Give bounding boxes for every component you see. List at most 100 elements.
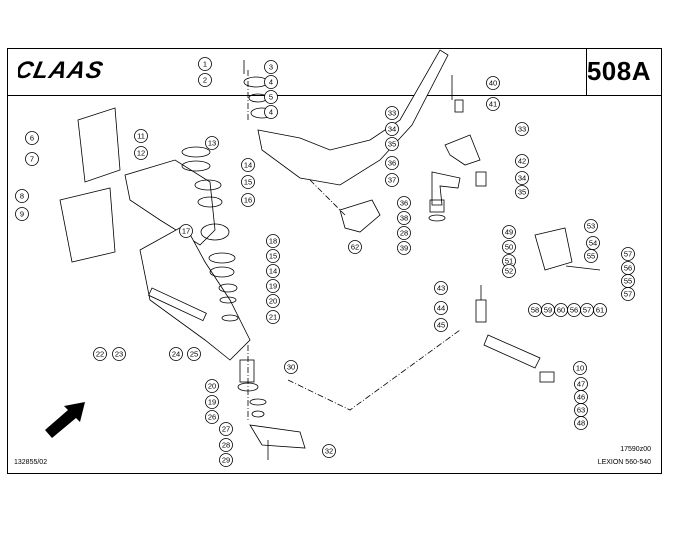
callout-number: 18 xyxy=(269,237,277,246)
direction-arrow xyxy=(45,402,85,438)
callout-20: 20 xyxy=(205,379,219,393)
callout-27: 27 xyxy=(219,422,233,436)
callout-number: 50 xyxy=(505,243,513,252)
callout-number: 25 xyxy=(190,350,198,359)
callout-number: 38 xyxy=(400,214,408,223)
callout-62: 62 xyxy=(348,240,362,254)
callout-32: 32 xyxy=(322,444,336,458)
callout-number: 20 xyxy=(269,297,277,306)
callout-circle xyxy=(574,416,588,430)
callout-number: 54 xyxy=(589,239,597,248)
callout-25: 25 xyxy=(187,347,201,361)
callout-circle xyxy=(434,318,448,332)
callout-number: 20 xyxy=(208,382,216,391)
callout-circle xyxy=(266,294,280,308)
header-rule xyxy=(8,95,661,96)
callout-circle xyxy=(515,122,529,136)
callout-circle xyxy=(385,173,399,187)
callout-circle xyxy=(397,211,411,225)
callout-number: 59 xyxy=(544,306,552,315)
callout-50: 50 xyxy=(502,240,516,254)
cylinder-10 xyxy=(483,334,541,369)
callout-number: 40 xyxy=(489,79,497,88)
callout-circle xyxy=(205,410,219,424)
callout-number: 17 xyxy=(182,227,190,236)
callout-circle xyxy=(385,122,399,136)
callout-circle xyxy=(264,90,278,104)
callout-41: 41 xyxy=(486,97,500,111)
callout-circle xyxy=(112,347,126,361)
callout-circle xyxy=(241,158,255,172)
callout-36: 36 xyxy=(385,156,399,170)
callout-33: 33 xyxy=(385,106,399,120)
callout-circle xyxy=(266,264,280,278)
washer-38 xyxy=(428,214,446,222)
callout-number: 49 xyxy=(505,228,513,237)
lower-arm xyxy=(139,224,251,361)
callout-circle xyxy=(348,240,362,254)
drawing-sheet: CLAAS 508A 132855/02 17590z00 LEXION 560… xyxy=(7,48,662,474)
callout-12: 12 xyxy=(134,146,148,160)
callout-3: 3 xyxy=(264,60,278,74)
callout-26: 26 xyxy=(205,410,219,424)
callout-59: 59 xyxy=(541,303,555,317)
callout-circle xyxy=(502,240,516,254)
callout-number: 32 xyxy=(325,447,333,456)
callout-number: 27 xyxy=(222,425,230,434)
washer-21 xyxy=(221,314,239,322)
callout-number: 15 xyxy=(244,178,252,187)
lever-37 xyxy=(431,171,461,206)
callout-circle xyxy=(169,347,183,361)
callout-number: 33 xyxy=(388,109,396,118)
callout-55: 55 xyxy=(584,249,598,263)
washer-14a xyxy=(181,160,211,172)
callout-15: 15 xyxy=(241,175,255,189)
callout-57: 57 xyxy=(580,303,594,317)
callout-13: 13 xyxy=(205,136,219,150)
callout-28: 28 xyxy=(219,438,233,452)
svg-text:CLAAS: CLAAS xyxy=(18,59,106,81)
callout-number: 36 xyxy=(400,199,408,208)
callout-circle xyxy=(621,287,635,301)
callout-57: 57 xyxy=(621,287,635,301)
callout-circle xyxy=(486,76,500,90)
callout-number: 21 xyxy=(269,313,277,322)
callout-23: 23 xyxy=(112,347,126,361)
callout-number: 4 xyxy=(269,108,273,117)
callout-number: 57 xyxy=(624,290,632,299)
callout-number: 48 xyxy=(577,419,585,428)
callout-54: 54 xyxy=(586,236,600,250)
callout-circle xyxy=(266,279,280,293)
callout-circle xyxy=(198,57,212,71)
callout-circle xyxy=(573,361,587,375)
callout-number: 62 xyxy=(351,243,359,252)
callout-circle xyxy=(385,156,399,170)
callout-16: 16 xyxy=(241,193,255,207)
centerline-d xyxy=(309,179,346,216)
washer-15a xyxy=(194,179,222,191)
callout-circle xyxy=(502,264,516,278)
callout-number: 8 xyxy=(20,192,24,201)
callout-number: 34 xyxy=(388,125,396,134)
callout-number: 51 xyxy=(505,257,513,266)
washer-19 xyxy=(218,283,238,293)
callout-44: 44 xyxy=(434,301,448,315)
pin-30 xyxy=(239,359,255,383)
washer-14b xyxy=(209,266,235,278)
callout-1: 1 xyxy=(198,57,212,71)
callout-number: 10 xyxy=(576,364,584,373)
callout-19: 19 xyxy=(205,395,219,409)
callout-circle xyxy=(205,379,219,393)
callout-circle xyxy=(397,241,411,255)
callout-circle xyxy=(241,175,255,189)
callout-number: 28 xyxy=(222,441,230,450)
callout-number: 2 xyxy=(203,76,207,85)
panel-6 xyxy=(77,107,121,183)
callout-42: 42 xyxy=(515,154,529,168)
callout-circle xyxy=(198,73,212,87)
callout-number: 6 xyxy=(30,134,34,143)
callout-4: 4 xyxy=(264,105,278,119)
callout-number: 34 xyxy=(518,174,526,183)
washer-26 xyxy=(251,410,265,418)
callout-number: 52 xyxy=(505,267,513,276)
